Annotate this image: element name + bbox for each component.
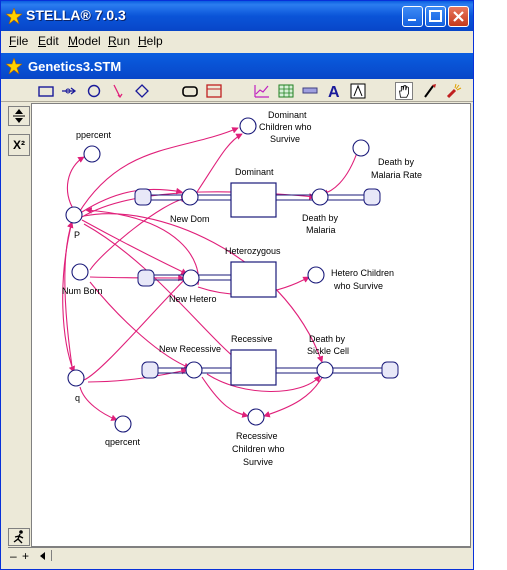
label-rec-survive-1: Recessive (236, 431, 278, 441)
stock-heterozygous[interactable] (230, 261, 277, 298)
stella-app-icon (6, 8, 22, 24)
stella-window: STELLA® 7.0.3 File Edit Model Run Help G… (0, 0, 474, 570)
label-new-recessive: New Recessive (159, 344, 221, 354)
label-new-dom: New Dom (170, 214, 210, 224)
label-ppercent: ppercent (76, 130, 112, 140)
menu-model[interactable]: Model (68, 34, 101, 48)
building-block-toolbar: A (1, 80, 473, 102)
label-malaria-rate-2: Malaria Rate (371, 170, 422, 180)
converter-ppercent[interactable] (83, 145, 101, 163)
maximize-button[interactable] (425, 6, 446, 27)
numeric-display-icon[interactable] (301, 82, 319, 100)
cloud-icons (134, 188, 399, 379)
cloud-icon (137, 269, 155, 287)
converter-rec-survive[interactable] (247, 408, 265, 426)
connector-tool-icon[interactable] (109, 82, 127, 100)
label-stock-recessive: Recessive (231, 334, 273, 344)
model-diagram-canvas[interactable]: ppercent P Num Born q qpercent Dominant … (31, 103, 471, 547)
converter-qpercent[interactable] (114, 415, 132, 433)
equation-mode-button[interactable]: X² (8, 134, 30, 156)
valve-death-malaria[interactable] (311, 188, 329, 206)
zoom-controls[interactable]: – + (8, 549, 38, 563)
valve-new-dom[interactable] (181, 188, 199, 206)
running-man-icon (13, 530, 24, 544)
label-death-malaria-1: Death by (302, 213, 339, 223)
navigation-arrows-button[interactable] (8, 106, 30, 126)
run-button[interactable] (8, 528, 30, 546)
svg-text:A: A (328, 84, 340, 100)
label-hetero-survive-1: Hetero Children (331, 268, 394, 278)
sector-tool-icon[interactable] (205, 82, 223, 100)
stella-doc-icon (6, 58, 22, 74)
label-stock-heterozygous: Heterozygous (225, 246, 281, 256)
model-diagram: ppercent P Num Born q qpercent Dominant … (62, 110, 422, 467)
document-title-bar[interactable]: Genetics3.STM (1, 53, 473, 79)
label-dom-survive-1: Dominant (268, 110, 307, 120)
title-bar[interactable]: STELLA® 7.0.3 (1, 1, 473, 31)
text-tool-icon[interactable]: A (325, 82, 343, 100)
valve-new-recessive[interactable] (185, 361, 203, 379)
label-p: P (74, 230, 80, 240)
label-death-sickle-2: Sickle Cell (307, 346, 349, 356)
table-tool-icon[interactable] (277, 82, 295, 100)
label-dom-survive-3: Survive (270, 134, 300, 144)
dynamite-tool-icon[interactable] (445, 82, 463, 100)
app-title: STELLA® 7.0.3 (26, 7, 126, 23)
cloud-icon (381, 361, 399, 379)
scroll-left-icon[interactable] (38, 550, 48, 562)
cloud-icon (363, 188, 381, 206)
label-rec-survive-3: Survive (243, 457, 273, 467)
stock-dominant[interactable] (230, 182, 277, 218)
label-dom-survive-2: Children who (259, 122, 312, 132)
converter-p[interactable] (65, 206, 83, 224)
menu-bar: File Edit Model Run Help (1, 31, 473, 51)
picture-tool-icon[interactable] (349, 82, 367, 100)
stock-tool-icon[interactable] (37, 82, 55, 100)
converter-num-born[interactable] (71, 263, 89, 281)
bottom-bar: – + (8, 547, 471, 563)
label-stock-dominant: Dominant (235, 167, 274, 177)
converter-dom-survive[interactable] (239, 117, 257, 135)
label-death-sickle-1: Death by (309, 334, 346, 344)
decision-tool-icon[interactable] (133, 82, 151, 100)
label-malaria-rate-1: Death by (378, 157, 415, 167)
close-icon (453, 11, 464, 22)
maximize-icon (429, 10, 442, 22)
hand-tool-icon[interactable] (395, 82, 413, 100)
cloud-icon (134, 188, 152, 206)
valve-new-hetero[interactable] (182, 269, 200, 287)
converter-tool-icon[interactable] (85, 82, 103, 100)
converter-hetero-survive[interactable] (307, 266, 325, 284)
label-hetero-survive-2: who Survive (333, 281, 383, 291)
button-tool-icon[interactable] (181, 82, 199, 100)
horizontal-scrollbar[interactable] (51, 550, 471, 561)
menu-run[interactable]: Run (108, 34, 131, 48)
menu-help[interactable]: Help (138, 34, 163, 48)
zoom-out-icon: – (10, 549, 17, 563)
up-down-arrows-icon (13, 109, 25, 123)
left-tool-bar: X² (8, 103, 30, 547)
minimize-icon (408, 19, 416, 21)
label-qpercent: qpercent (105, 437, 141, 447)
menu-file[interactable]: File (9, 34, 29, 48)
converter-malaria-rate[interactable] (352, 139, 370, 157)
label-new-hetero: New Hetero (169, 294, 217, 304)
valve-death-sickle[interactable] (316, 361, 334, 379)
converter-q[interactable] (67, 369, 85, 387)
stock-recessive[interactable] (230, 349, 277, 386)
cloud-icon (141, 361, 159, 379)
document-title: Genetics3.STM (28, 59, 122, 74)
label-q: q (75, 393, 80, 403)
label-num-born: Num Born (62, 286, 103, 296)
label-death-malaria-2: Malaria (306, 225, 336, 235)
menu-edit[interactable]: Edit (38, 34, 59, 48)
close-button[interactable] (448, 6, 469, 27)
zoom-in-icon: + (22, 549, 29, 563)
flow-tool-icon[interactable] (61, 82, 79, 100)
label-rec-survive-2: Children who (232, 444, 285, 454)
paintbrush-tool-icon[interactable] (421, 82, 439, 100)
minimize-button[interactable] (402, 6, 423, 27)
graph-tool-icon[interactable] (253, 82, 271, 100)
